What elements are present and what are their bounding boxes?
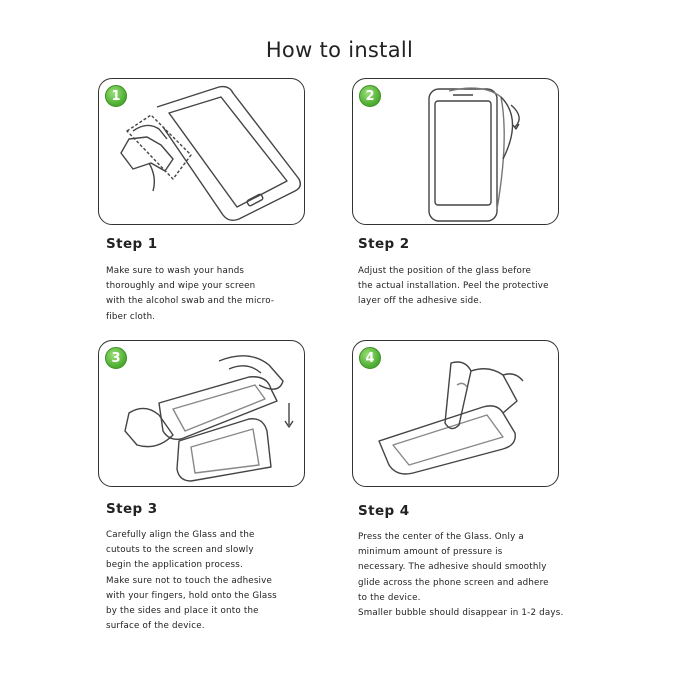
step-4-badge: 4 xyxy=(359,347,381,369)
step-4-illustration: 4 xyxy=(352,340,559,487)
step-1-heading: Step 1 xyxy=(106,236,158,252)
step-3-badge: 3 xyxy=(105,347,127,369)
step-4-heading: Step 4 xyxy=(358,503,410,519)
peel-film-illustration xyxy=(428,87,520,222)
step-3-illustration: 3 xyxy=(98,340,305,487)
step-2-badge: 2 xyxy=(359,85,381,107)
step-4-text: Press the center of the Glass. Only a mi… xyxy=(358,532,564,619)
step-1-badge: 1 xyxy=(105,85,127,107)
step-3-text: Carefully align the Glass and the cutout… xyxy=(106,530,277,632)
step-2-text: Adjust the position of the glass before … xyxy=(358,266,549,307)
step-3-heading: Step 3 xyxy=(106,501,158,517)
step-2-illustration: 2 xyxy=(352,78,559,225)
page-title: How to install xyxy=(265,38,414,62)
step-2-heading: Step 2 xyxy=(358,236,410,252)
step-1-illustration: 1 xyxy=(98,78,305,225)
press-center-illustration xyxy=(378,361,524,475)
phone-wipe-illustration xyxy=(120,85,302,222)
step-1-text: Make sure to wash your hands thoroughly … xyxy=(106,266,275,322)
align-glass-illustration xyxy=(124,355,294,482)
